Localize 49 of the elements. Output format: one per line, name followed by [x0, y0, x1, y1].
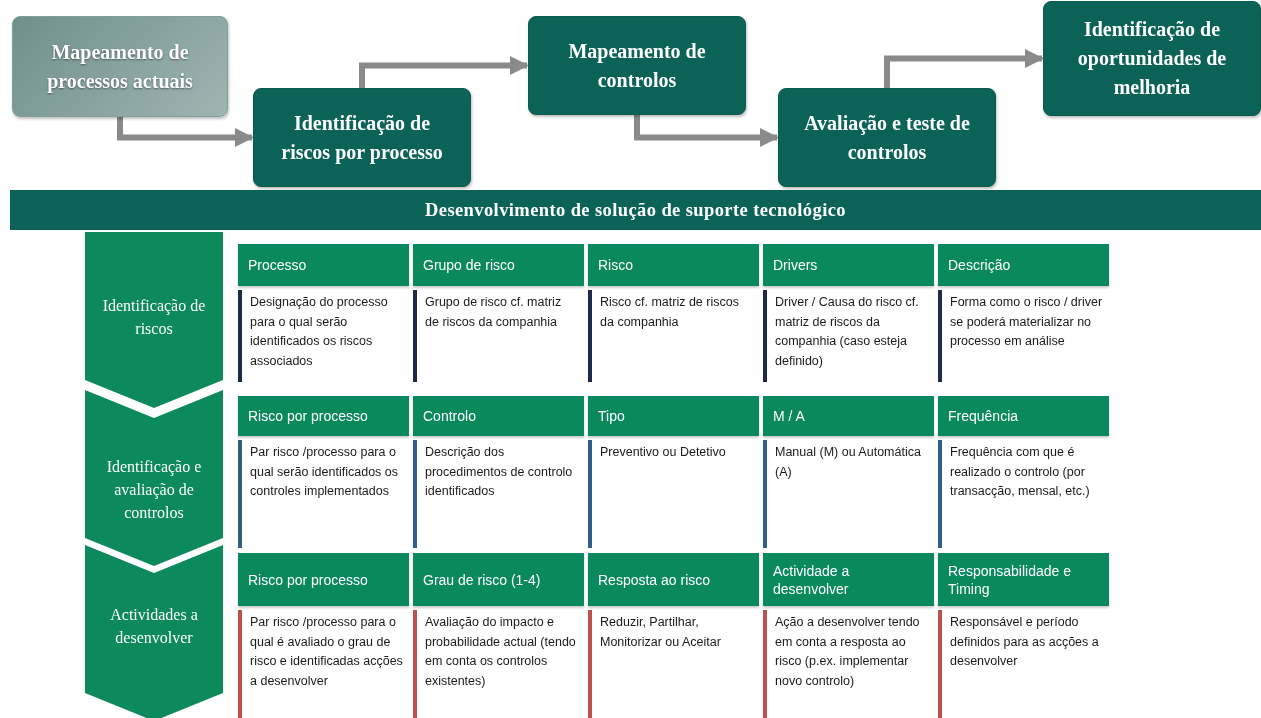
column-header: M / A: [763, 396, 934, 436]
process-box: [528, 16, 746, 115]
process-title: Identificação de oportunidades de melhoria: [1076, 17, 1228, 100]
process-box: [253, 88, 471, 187]
elbow-arrow: [117, 117, 254, 148]
process-title: Mapeamento de controlos: [567, 38, 707, 93]
column-header: Risco: [588, 244, 759, 286]
table-cell: Avaliação do impacto e probabilidade actual (tendo em conta os controlos existentes): [413, 610, 584, 718]
process-title: Mapeamento de processos actuais: [46, 39, 194, 95]
process-title: Identificação de riscos por processo: [280, 110, 444, 166]
process-title: Avaliação e teste de controlos: [803, 110, 971, 165]
table-cell: Preventivo ou Detetivo: [588, 440, 759, 548]
banner-title: Desenvolvimento de solução de suporte tecnológico: [425, 199, 846, 221]
banner: [10, 190, 1261, 230]
column-header: Resposta ao risco: [588, 553, 759, 606]
elbow-arrow: [884, 48, 1044, 88]
process-box: [1043, 1, 1261, 116]
process-box: [12, 16, 228, 117]
table-cell: Grupo de risco cf. matriz de riscos da companhia: [413, 290, 584, 382]
stage-label: Actividades a desenvolver: [109, 605, 199, 648]
table-cell: Descrição dos procedimentos de controlo identificados: [413, 440, 584, 548]
table-cell: Driver / Causa do risco cf. matriz de riscos da companhia (caso esteja definido): [763, 290, 934, 382]
column-header: Risco por processo: [238, 553, 409, 606]
stage-label: Identificação e avaliação de controlos: [105, 457, 203, 523]
table-cell: Frequência com que é realizado o controlo (por transacção, mensal, etc.): [938, 440, 1109, 548]
column-header: Risco por processo: [238, 396, 409, 436]
column-header: Responsabilidade e Timing: [938, 553, 1109, 606]
column-header: Tipo: [588, 396, 759, 436]
column-header: Grupo de risco: [413, 244, 584, 286]
table-cell: Manual (M) ou Automática (A): [763, 440, 934, 548]
table-cell: Par risco /processo para o qual serão identificados os controles implementados: [238, 440, 409, 548]
column-header: Descrição: [938, 244, 1109, 286]
column-header: Frequência: [938, 396, 1109, 436]
column-header: Controlo: [413, 396, 584, 436]
column-header: Actividade a desenvolver: [763, 553, 934, 606]
table-cell: Responsável e período definidos para as acções a desenvolver: [938, 610, 1109, 718]
column-header: Grau de risco (1-4): [413, 553, 584, 606]
table-cell: Reduzir, Partilhar, Monitorizar ou Aceitar: [588, 610, 759, 718]
process-box: [778, 88, 996, 187]
table-cell: Risco cf. matriz de riscos da companhia: [588, 290, 759, 382]
table-cell: Par risco /processo para o qual é avaliado o grau de risco e identificadas acções a desenvolver: [238, 610, 409, 718]
stage-label: Identificação de riscos: [101, 296, 207, 339]
elbow-arrow: [634, 115, 779, 148]
column-header: Processo: [238, 244, 409, 286]
elbow-arrow: [359, 55, 529, 88]
table-cell: Forma como o risco / driver se poderá materializar no processo em análise: [938, 290, 1109, 382]
column-header: Drivers: [763, 244, 934, 286]
table-cell: Ação a desenvolver tendo em conta a resposta ao risco (p.ex. implementar novo controlo): [763, 610, 934, 718]
table-cell: Designação do processo para o qual serão identificados os riscos associados: [238, 290, 409, 382]
